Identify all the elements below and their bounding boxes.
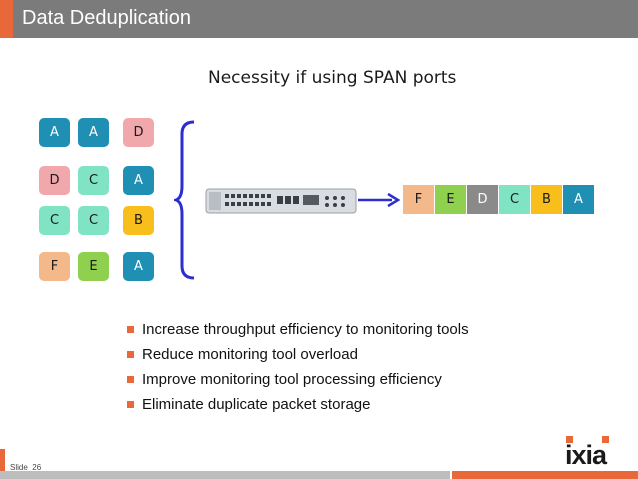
input-packet: A xyxy=(123,252,154,281)
input-packet: A xyxy=(78,118,109,147)
header-bar xyxy=(0,0,638,38)
bullet-square-icon xyxy=(127,326,134,333)
input-packet: D xyxy=(39,166,70,195)
output-packet: F xyxy=(403,185,434,214)
input-packet: E xyxy=(78,252,109,281)
footer-bar-accent xyxy=(452,471,638,479)
input-packet: C xyxy=(78,166,109,195)
network-switch-icon xyxy=(205,188,357,214)
list-item-text: Reduce monitoring tool overload xyxy=(142,346,358,363)
input-packet: B xyxy=(123,206,154,235)
input-packet: D xyxy=(123,118,154,147)
output-packet: B xyxy=(531,185,562,214)
input-packet: C xyxy=(39,206,70,235)
bullet-square-icon xyxy=(127,376,134,383)
footer-bar xyxy=(0,471,450,479)
logo: ixia xyxy=(565,440,607,470)
list-item: Reduce monitoring tool overload xyxy=(124,345,469,370)
input-packet: A xyxy=(123,166,154,195)
list-item: Improve monitoring tool processing effic… xyxy=(124,370,469,395)
brace-icon xyxy=(174,120,195,280)
list-item-text: Eliminate duplicate packet storage xyxy=(142,396,371,413)
arrow-right-icon xyxy=(358,192,400,208)
output-packet: D xyxy=(467,185,498,214)
list-item: Increase throughput efficiency to monito… xyxy=(124,320,469,345)
slide-label-text: Slide xyxy=(10,463,28,472)
list-item: Eliminate duplicate packet storage xyxy=(124,395,469,420)
slide-number-value: 26 xyxy=(32,463,42,472)
output-packet: E xyxy=(435,185,466,214)
logo-dot-icon xyxy=(602,436,609,443)
footer-accent xyxy=(0,449,5,471)
page-title: Data Deduplication xyxy=(22,7,191,29)
input-packet: C xyxy=(78,206,109,235)
subtitle: Necessity if using SPAN ports xyxy=(208,68,457,88)
output-packet: C xyxy=(499,185,530,214)
bullet-square-icon xyxy=(127,401,134,408)
benefit-list: Increase throughput efficiency to monito… xyxy=(124,320,469,420)
slide-number: Slide 26 xyxy=(10,463,41,472)
list-item-text: Increase throughput efficiency to monito… xyxy=(142,321,469,338)
input-packet: A xyxy=(39,118,70,147)
input-packet: F xyxy=(39,252,70,281)
bullet-square-icon xyxy=(127,351,134,358)
logo-dot-icon xyxy=(566,436,573,443)
header-accent xyxy=(0,0,13,38)
list-item-text: Improve monitoring tool processing effic… xyxy=(142,371,442,388)
output-packet: A xyxy=(563,185,594,214)
